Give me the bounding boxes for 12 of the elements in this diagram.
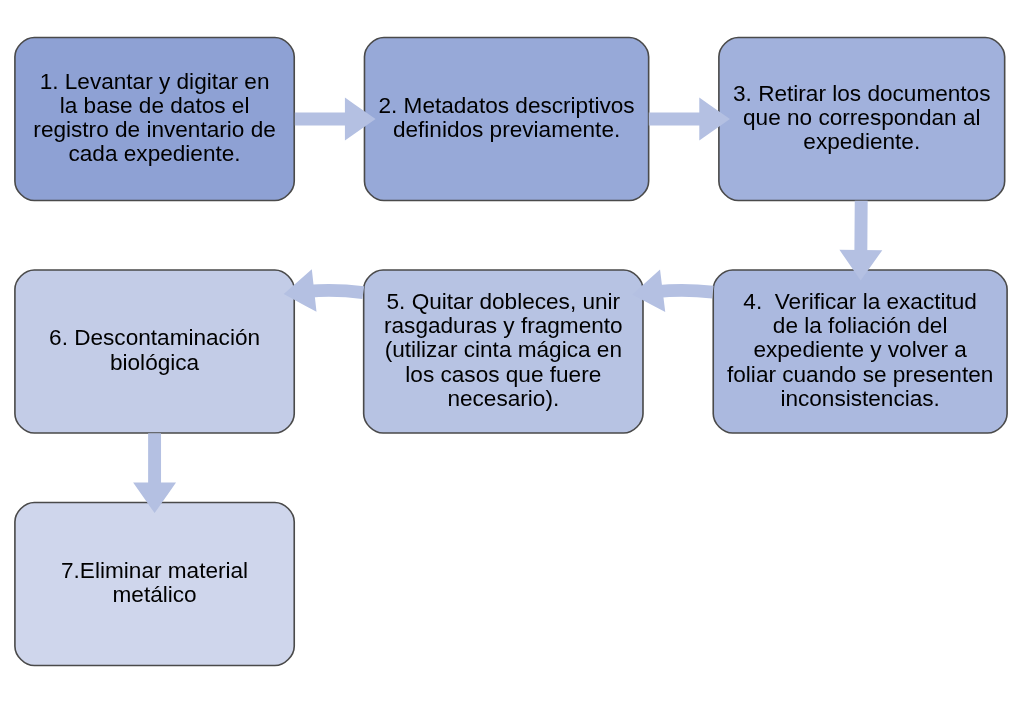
- arrow: [648, 97, 730, 140]
- node-box: 7.Eliminar material metálico: [14, 501, 296, 666]
- node-box: 1. Levantar y digitar en la base de datos el registro de inventario de cada expediente.: [14, 36, 296, 201]
- node-box: 6. Descontaminación biológica: [14, 268, 296, 434]
- node-box: 2. Metadatos descriptivos definidos previamente.: [363, 36, 650, 201]
- node-box: 4. Verificar la exactitud de la foliación del expediente y volver a foliar cuando se presenten inconsistencias.: [712, 268, 1008, 434]
- node-box: 5. Quitar dobleces, unir rasgaduras y fragmento (utilizar cinta mágica en los casos que fuere necesario).: [362, 268, 644, 434]
- node-box: 3. Retirar los documentos que no correspondan al expediente.: [718, 36, 1006, 201]
- arrow: [133, 432, 177, 513]
- arrow: [839, 200, 883, 281]
- arrow: [283, 268, 365, 312]
- arrow: [294, 97, 376, 140]
